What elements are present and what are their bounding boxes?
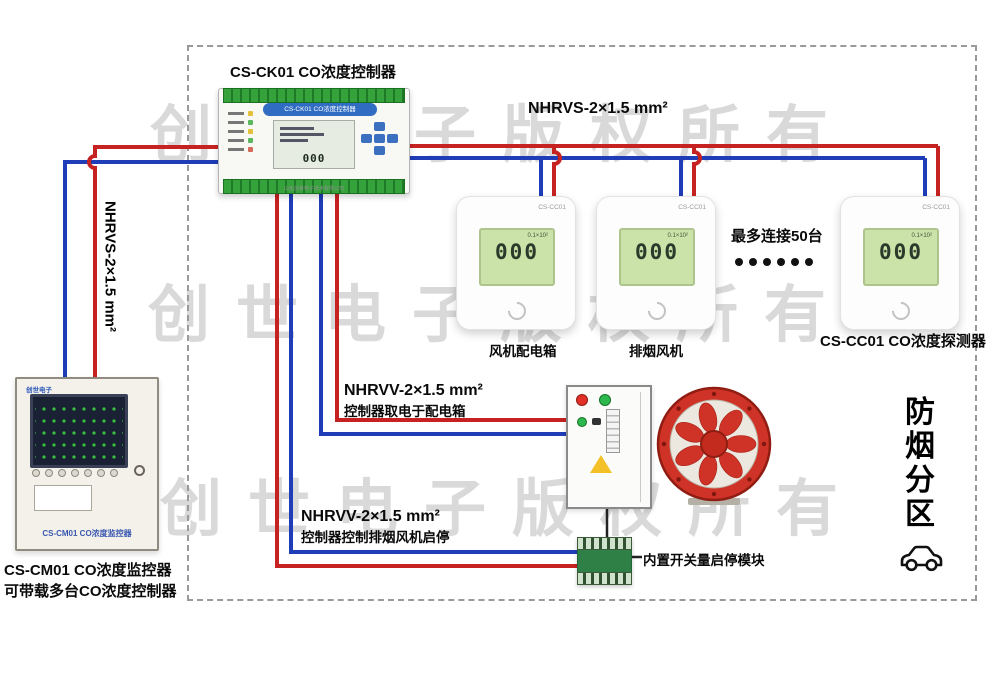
keyhole-icon <box>134 465 145 476</box>
detector-display-value: 000 <box>495 240 539 264</box>
co-detector-1: CS-CC01 0.1×10² 000 <box>456 196 576 330</box>
terminal-strip-bottom <box>223 179 405 194</box>
green-light-icon <box>599 394 611 406</box>
brand-logo-icon <box>888 298 914 324</box>
module-terminal-bottom <box>577 572 632 585</box>
more-units-ellipsis <box>735 258 813 266</box>
brand-logo-icon <box>644 298 670 324</box>
printer-slot <box>34 485 92 511</box>
module-body <box>577 550 632 572</box>
wire-blue-control <box>289 186 580 554</box>
monitor-caption: CS-CM01 CO浓度监控器 <box>42 529 132 538</box>
detector-lcd: 0.1×10² 000 <box>479 228 555 286</box>
controller-lcd: 000 <box>273 120 355 169</box>
controller-nav-buttons <box>361 122 399 156</box>
fan-box-label: 风机配电箱 <box>489 344 557 359</box>
controller-company-text: 山东创世电子技术有限公司 <box>283 186 344 192</box>
terminal-strip-top <box>223 88 405 103</box>
control-cable-label: NHRVV-2×1.5 mm² 控制器控制排烟风机启停 <box>301 508 450 545</box>
car-icon <box>900 545 943 572</box>
status-led <box>248 147 253 152</box>
right-button <box>387 134 398 143</box>
switch-module <box>577 537 632 585</box>
detector-lcd: 0.1×10² 000 <box>619 228 695 286</box>
status-led <box>248 138 253 143</box>
status-led <box>248 129 253 134</box>
zone-dashed-border <box>187 45 977 601</box>
detector-display-value: 000 <box>635 240 679 264</box>
red-light-icon <box>576 394 588 406</box>
indicator-lights <box>576 394 611 406</box>
module-terminal-top <box>577 537 632 550</box>
ok-button <box>374 134 385 143</box>
cabinet-door-line <box>640 392 641 502</box>
switch-knob <box>592 418 601 425</box>
up-button <box>374 122 385 131</box>
fan-distribution-box <box>566 385 652 509</box>
zone-label: 防烟分区 <box>905 396 935 531</box>
left-button <box>361 134 372 143</box>
brand-logo-icon <box>504 298 530 324</box>
detector-label: CS-CC01 CO浓度探测器 <box>820 333 986 350</box>
co-detector-3: CS-CC01 0.1×10² 000 <box>840 196 960 330</box>
monitor-label: CS-CM01 CO浓度监控器 可带载多台CO浓度控制器 <box>4 562 177 600</box>
fan-bolts <box>661 391 767 497</box>
down-button <box>374 146 385 155</box>
controller-display-value: 000 <box>302 152 326 165</box>
wire-blue-power <box>319 186 570 436</box>
co-monitor-device: 创世电子 CS-CM01 CO浓度监控器 <box>15 377 159 551</box>
module-label: 内置开关量启停模块 <box>643 553 765 568</box>
detector-display-value: 000 <box>879 240 923 264</box>
detector-model-text: CS-CC01 <box>538 204 566 211</box>
led-matrix <box>35 399 123 463</box>
wire-red-monitor <box>87 145 222 380</box>
co-detector-2: CS-CC01 0.1×10² 000 <box>596 196 716 330</box>
power-cable-label: NHRVV-2×1.5 mm² 控制器取电于配电箱 <box>344 382 483 419</box>
panel-meter <box>606 409 620 453</box>
monitor-buttons <box>32 469 118 477</box>
green-light-icon <box>577 417 587 427</box>
controller-status-leds <box>228 111 253 152</box>
detector-model-text: CS-CC01 <box>678 204 706 211</box>
controller-title-label: CS-CK01 CO浓度控制器 <box>230 64 396 81</box>
detector-lcd: 0.1×10² 000 <box>863 228 939 286</box>
monitor-led-screen <box>30 394 128 468</box>
max-connection-label: 最多连接50台 <box>731 228 823 245</box>
status-led <box>248 111 253 116</box>
wire-red-control <box>275 186 580 568</box>
controller-nameplate: CS-CK01 CO浓度控制器 <box>263 103 377 116</box>
cable-left-label: NHRVS-2×1.5 mm² <box>101 200 119 333</box>
warning-triangle-icon <box>590 455 612 473</box>
cable-top-label: NHRVS-2×1.5 mm² <box>528 100 668 117</box>
wire-blue-monitor <box>63 160 222 380</box>
detector-model-text: CS-CC01 <box>922 204 950 211</box>
fan-label: 排烟风机 <box>629 344 683 359</box>
brand-text: 创世电子 <box>26 387 52 394</box>
exhaust-fan <box>656 386 772 505</box>
co-controller-device: CS-CK01 CO浓度控制器 000 山东创世电子技术有限公司 <box>218 88 410 194</box>
wire-red-power <box>335 186 570 422</box>
status-led <box>248 120 253 125</box>
fan-hub <box>700 430 728 458</box>
